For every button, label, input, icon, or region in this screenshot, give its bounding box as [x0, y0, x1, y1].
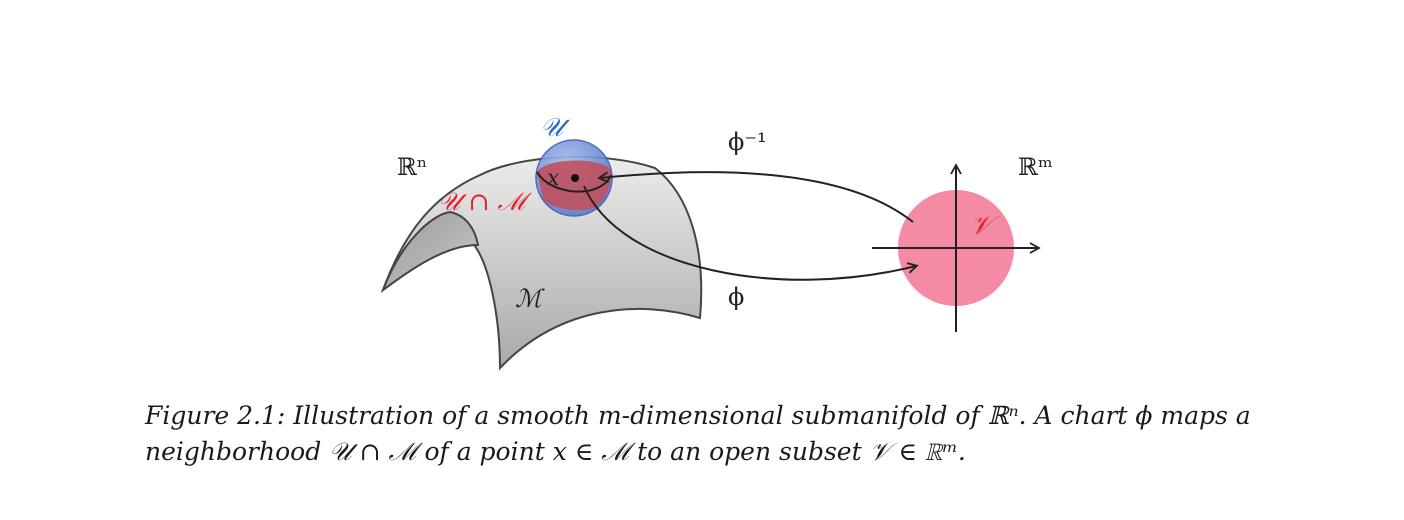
coordinate-axes	[872, 163, 1041, 332]
label-u: 𝒰	[540, 113, 571, 143]
label-u-cap-m: 𝒰 ∩ ℳ	[438, 187, 532, 216]
phi-arrow	[583, 185, 919, 281]
phi-inverse-arrow	[597, 171, 914, 223]
figure-caption: Figure 2.1: Illustration of a smooth m-d…	[145, 398, 1325, 470]
label-rm: ℝᵐ	[1018, 153, 1053, 181]
label-x: x	[547, 166, 560, 191]
label-m: ℳ	[515, 284, 545, 313]
manifold-chart-figure: ℝⁿ ℝᵐ 𝒰 𝒰 ∩ ℳ ℳ x 𝒱 ϕ⁻¹ ϕ	[380, 113, 1053, 371]
caption-line-2: neighborhood 𝒰 ∩ ℳ of a point x ∈ ℳ to a…	[145, 437, 966, 466]
manifold-surface	[380, 155, 703, 371]
label-rn: ℝⁿ	[397, 153, 427, 181]
label-phi-inverse: ϕ⁻¹	[728, 128, 767, 156]
point-x-dot	[571, 174, 579, 182]
caption-line-1: Figure 2.1: Illustration of a smooth m-d…	[145, 401, 1251, 430]
label-phi: ϕ	[728, 283, 744, 311]
